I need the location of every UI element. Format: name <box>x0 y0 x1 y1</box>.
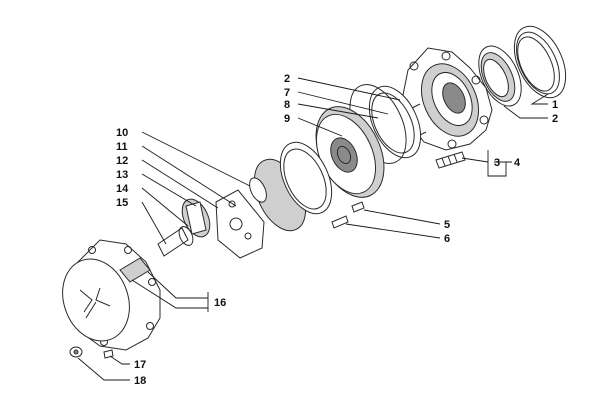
callout-labels: 1 2 2 3 4 5 6 7 8 9 10 11 12 13 14 15 16… <box>116 73 558 387</box>
part-ring-gear-drum <box>253 141 333 232</box>
callout-15: 15 <box>116 197 128 209</box>
callout-12: 12 <box>116 155 128 167</box>
callout-11: 11 <box>116 141 128 153</box>
callout-17: 17 <box>134 359 146 371</box>
callout-1: 1 <box>552 99 558 111</box>
part-circlip-10-11 <box>249 177 267 203</box>
part-screws-5-6 <box>331 201 365 229</box>
callout-2-ring: 2 <box>284 73 290 85</box>
part-bearing-ring-2 <box>478 45 522 107</box>
callout-4: 4 <box>514 157 521 169</box>
callout-2-bearing: 2 <box>552 113 558 125</box>
part-hub-flange <box>401 47 493 151</box>
part-sun-gear-shaft <box>157 198 211 257</box>
callout-13: 13 <box>116 169 128 181</box>
callout-7: 7 <box>284 87 290 99</box>
callout-3: 3 <box>494 157 500 169</box>
callout-14: 14 <box>116 183 129 195</box>
callout-18: 18 <box>134 375 146 387</box>
callout-10: 10 <box>116 127 128 139</box>
leader-lines <box>77 77 549 381</box>
callout-8: 8 <box>284 99 290 111</box>
part-end-cover-housing <box>62 239 161 351</box>
part-plate-12 <box>215 189 265 259</box>
part-stud-bolt-3 <box>435 151 466 169</box>
callout-16: 16 <box>214 297 226 309</box>
part-seal-ring-1 <box>513 25 567 99</box>
part-bolt-washer-17-18 <box>69 346 114 359</box>
callout-6: 6 <box>444 233 450 245</box>
callout-5: 5 <box>444 219 450 231</box>
callout-9: 9 <box>284 113 290 125</box>
